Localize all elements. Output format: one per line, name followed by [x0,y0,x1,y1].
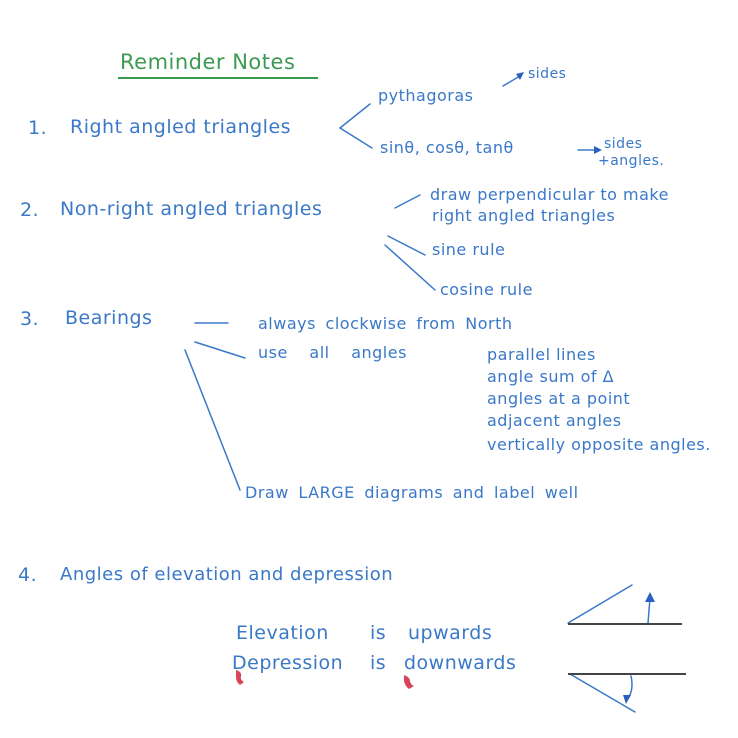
elevation-direction: upwards [408,622,493,644]
depression-direction: downwards [404,652,517,674]
depression-subject: Depression [232,652,344,674]
diagrams-note: Draw LARGE diagrams and label well [245,483,579,502]
angle-list-item: parallel lines [487,345,596,364]
arrow-head-icon [594,146,602,154]
cosine-rule-note: cosine rule [440,280,533,299]
section-1-heading: Right angled triangles [70,116,292,138]
section-2-number: 2. [20,199,40,221]
pythagoras-result: sides [528,66,567,82]
perpendicular-note-2: right angled triangles [432,206,616,225]
section-4-number: 4. [18,564,38,586]
red-mark [404,675,414,689]
section-3-heading: Bearings [65,307,153,329]
red-mark [236,670,244,685]
pythagoras-note: pythagoras [378,86,474,105]
arrow-head-icon [516,72,524,80]
use-all-angles-note: use all angles [258,343,407,362]
elevation-subject: Elevation [236,622,329,644]
arrow-down-icon [623,695,631,704]
section-4-heading: Angles of elevation and depression [60,564,394,585]
trig-result: sides [604,136,643,152]
sine-rule-note: sine rule [432,240,506,259]
title-underline [118,77,318,79]
section-2-heading: Non-right angled triangles [60,198,323,220]
trig-result-2: +angles. [598,153,665,169]
page-title: Reminder Notes [120,50,296,74]
angle-list-item: angles at a point [487,389,631,408]
angle-list-item: adjacent angles [487,411,622,430]
clockwise-note: always clockwise from North [258,314,513,333]
arrow-up-icon [645,592,655,602]
trig-note: sinθ, cosθ, tanθ [380,138,514,157]
section-1-number: 1. [28,117,48,139]
perpendicular-note: draw perpendicular to make [430,185,669,204]
angle-list-item: angle sum of Δ [487,367,615,386]
elevation-verb: is [370,622,387,644]
angle-list-item: vertically opposite angles. [487,435,711,454]
depression-verb: is [370,652,387,674]
section-3-number: 3. [20,308,40,330]
